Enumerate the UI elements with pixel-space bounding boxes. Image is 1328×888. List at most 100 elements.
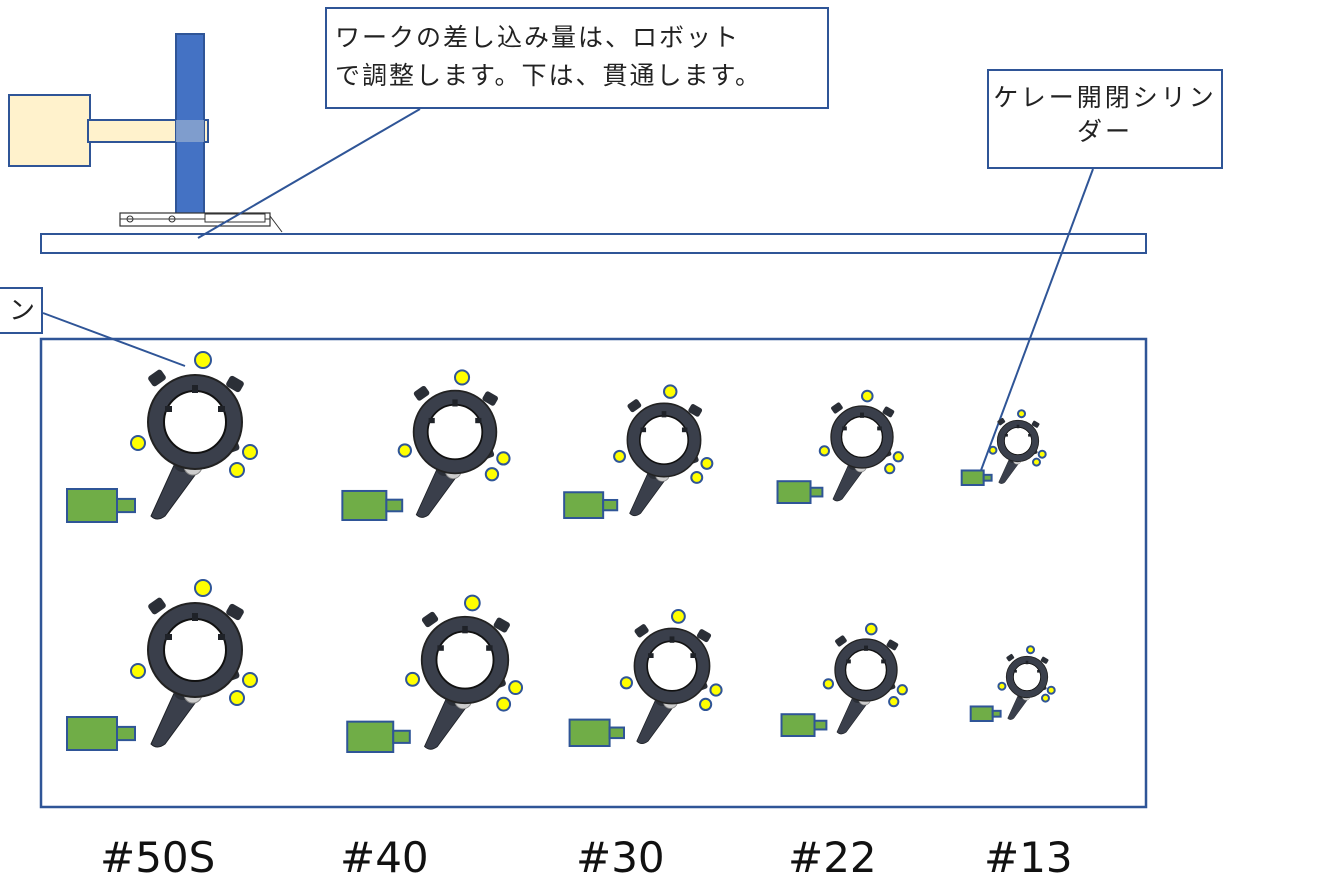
pin-40-row2-2 [508,680,524,696]
clamp-unit-50s-row1 [66,351,258,523]
callout-cylinder-note: ケレー開閉シリン ダー [987,69,1223,169]
pin-50s-row1-0 [194,351,212,369]
cylinder-rod-30-row2 [608,726,625,740]
cylinder-rod-22-row1 [809,486,824,498]
cylinder-40-row2 [346,720,395,754]
pin-50s-row2-0 [194,579,212,597]
clamp-ring-50s-row1 [146,367,246,520]
clamp-unit-40-row2 [346,594,524,754]
size-label-50s: #50S [100,833,216,882]
pin-40-row2-0 [464,594,481,612]
pin-50s-row1-3 [229,462,245,478]
pin-13-row2-2 [1046,685,1056,695]
clamp-unit-22-row2 [780,622,908,737]
callout-cylinder-line2: ダー [1076,117,1133,146]
pin-30-row2-3 [699,697,713,712]
cylinder-22-row1 [776,480,812,505]
pin-40-row1-1 [397,443,412,458]
pin-50s-row1-1 [130,435,146,451]
cylinder-22-row2 [780,713,816,737]
clamp-ring-30-row1 [625,397,704,517]
pin-50s-row2-3 [229,690,245,706]
pin-13-row2-3 [1040,693,1050,703]
callout-cylinder-line1: ケレー開閉シリン [993,83,1217,112]
pin-30-row1-1 [613,449,626,463]
robot-arm-base [8,94,91,167]
clamp-ring-13-row2 [1005,653,1050,721]
pin-13-row2-1 [997,681,1007,691]
pin-40-row1-0 [454,369,471,386]
clamp-ring-13-row1 [996,417,1041,485]
pin-22-row2-1 [822,678,835,690]
workbench-frame [39,337,1148,809]
callout-pin-note: ン [0,287,43,334]
cylinder-13-row1 [960,469,985,487]
clamp-unit-50s-row2 [66,579,258,751]
clamp-unit-30-row1 [563,384,714,520]
pin-30-row2-2 [709,683,723,697]
cylinder-rod-50s-row2 [116,725,136,742]
clamp-ring-22-row1 [829,401,896,502]
clamp-ring-22-row2 [833,634,900,735]
pin-40-row2-3 [496,696,512,712]
clamp-ring-40-row2 [419,609,512,751]
cylinder-50s-row2 [66,716,118,751]
cylinder-rod-40-row2 [392,729,411,744]
pin-30-row1-2 [700,456,714,470]
pin-22-row1-2 [892,451,904,463]
cylinder-rod-50s-row1 [116,497,136,514]
pin-22-row1-0 [861,389,874,403]
clamp-ring-30-row2 [632,622,713,745]
pin-22-row1-3 [884,463,896,475]
cylinder-30-row2 [568,718,611,747]
cylinder-rod-40-row1 [385,498,404,513]
pin-22-row2-0 [865,622,878,636]
pin-40-row1-3 [484,467,500,482]
pin-30-row2-1 [619,676,634,690]
pin-13-row1-3 [1031,457,1041,467]
callout-insertion-line1: ワークの差し込み量は、ロボット [335,23,741,52]
size-label-22: #22 [788,833,877,882]
cylinder-30-row1 [563,491,605,520]
clamp-ring-40-row1 [411,384,500,519]
pin-22-row2-3 [888,696,900,708]
pin-22-row2-2 [896,684,908,696]
clamp-unit-30-row2 [568,609,723,747]
cylinder-rod-30-row1 [602,498,619,512]
callout-insertion-note: ワークの差し込み量は、ロボット で調整します。下は、貫通します。 [325,7,829,109]
cylinder-13-row2 [969,705,994,722]
clamp-unit-13-row1 [960,409,1047,487]
pin-50s-row1-2 [242,444,258,460]
size-label-30: #30 [576,833,665,882]
size-label-40: #40 [340,833,429,882]
pin-50s-row2-1 [130,663,146,679]
pin-13-row2-0 [1026,645,1036,655]
pin-30-row1-0 [663,384,678,399]
callout-insertion-line2: で調整します。下は、貫通します。 [335,61,763,90]
pin-40-row2-1 [405,671,420,687]
pin-40-row1-2 [496,451,511,466]
pin-13-row1-1 [988,445,998,455]
pin-30-row1-3 [690,470,704,484]
pin-13-row1-0 [1017,409,1027,419]
clamp-unit-13-row2 [969,645,1056,722]
pin-22-row1-1 [818,445,831,457]
cylinder-rod-13-row1 [982,473,993,482]
cylinder-rod-13-row2 [991,709,1002,718]
pin-50s-row2-2 [242,672,258,688]
clamp-ring-50s-row2 [146,595,246,748]
cylinder-50s-row1 [66,488,118,523]
cylinder-rod-22-row2 [813,719,828,731]
work-piece [119,212,283,233]
table-plate [40,233,1147,254]
arm-overlap [176,120,204,142]
clamp-unit-22-row1 [776,389,904,505]
size-label-13: #13 [984,833,1073,882]
pin-13-row1-2 [1037,449,1047,459]
clamp-unit-40-row1 [341,369,511,521]
leader-line-top [197,108,421,239]
pin-30-row2-0 [671,609,686,624]
cylinder-40-row1 [341,489,388,521]
